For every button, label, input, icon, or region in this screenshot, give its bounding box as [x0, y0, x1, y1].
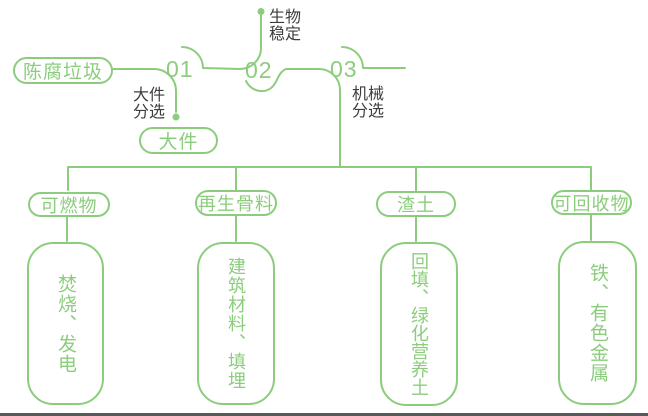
- category-label: 可回收物: [553, 193, 630, 214]
- category-pill-recycled-aggregate: 再生骨料: [195, 190, 277, 216]
- category-pill-combustibles: 可燃物: [28, 192, 110, 217]
- category-label: 可燃物: [40, 195, 98, 216]
- line-step03-exit: [341, 46, 406, 69]
- step-label-line: 机械: [352, 86, 385, 103]
- bottom-divider: [0, 413, 648, 416]
- step-label-line: 分选: [133, 104, 166, 121]
- branch-dot-bulky: [172, 113, 180, 121]
- step-label-line: 生物: [269, 9, 302, 26]
- step-label-line: 稳定: [269, 26, 302, 43]
- step-number-01: 01: [166, 56, 194, 82]
- distributor-rail: [67, 166, 592, 191]
- detail-text: 铁、有色金属: [587, 263, 608, 383]
- detail-text: 建筑材料、填埋: [226, 257, 246, 390]
- step-label-line: 分选: [352, 103, 385, 120]
- line-source-to-step01: [112, 68, 177, 113]
- step-number-02: 02: [245, 57, 273, 83]
- step-label-line: 大件: [133, 87, 166, 104]
- category-pill-recyclables: 可回收物: [551, 190, 632, 215]
- bulky-item-pill: 大件: [139, 127, 218, 154]
- detail-text: 回填、绿化营养土: [409, 252, 429, 396]
- step-label-bulky-sorting: 大件 分选: [133, 87, 165, 121]
- detail-box-combustibles: 焚烧、发电: [27, 242, 104, 405]
- step-label-mechanical-sorting: 机械 分选: [352, 86, 384, 120]
- category-label: 再生骨料: [198, 194, 274, 214]
- step-label-bio-stabilization: 生物 稳定: [269, 9, 301, 43]
- category-pill-slag-soil: 渣土: [376, 191, 456, 217]
- detail-box-slag-soil: 回填、绿化营养土: [380, 242, 458, 406]
- source-pill: 陈腐垃圾: [13, 57, 113, 84]
- detail-box-recyclables: 铁、有色金属: [558, 241, 637, 405]
- step-number-03: 03: [330, 56, 358, 82]
- detail-box-recycled-aggregate: 建筑材料、填埋: [197, 242, 275, 405]
- bulky-item-label: 大件: [158, 132, 199, 153]
- detail-text: 焚烧、发电: [55, 273, 76, 374]
- branch-dot-bio: [257, 8, 265, 15]
- category-label: 渣土: [397, 195, 435, 215]
- source-label: 陈腐垃圾: [22, 62, 103, 83]
- line-step01-to-step02: [181, 14, 262, 70]
- line-step02-to-step03: [245, 68, 341, 168]
